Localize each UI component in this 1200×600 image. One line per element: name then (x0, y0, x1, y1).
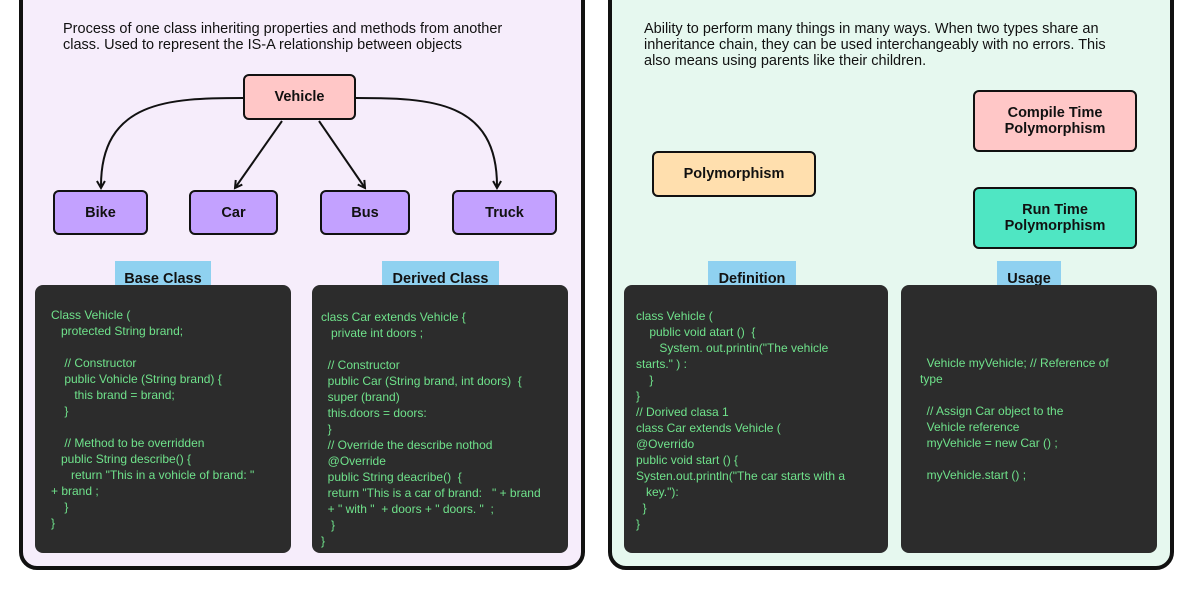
bus-node: Bus (320, 190, 410, 235)
run-time-node: Run Time Polymorphism (973, 187, 1137, 249)
compile-time-node: Compile Time Polymorphism (973, 90, 1137, 152)
arrow-to-truck (355, 97, 497, 188)
derived-class-code: class Car extends Vehicle { private int … (312, 285, 568, 553)
bike-node: Bike (53, 190, 148, 235)
arrow-to-bike (101, 97, 244, 188)
car-node: Car (189, 190, 278, 235)
definition-code: class Vehicle ( public void atart () { S… (624, 285, 888, 553)
polymorphism-description: Ability to perform many things in many w… (644, 21, 1106, 69)
usage-code: Vehicle myVehicle; // Reference of type … (901, 285, 1157, 553)
inheritance-description: Process of one class inheriting properti… (63, 21, 503, 53)
arrow-to-car (235, 120, 283, 188)
base-class-code: Class Vehicle ( protected String brand; … (35, 285, 291, 553)
arrow-to-bus (318, 120, 365, 188)
vehicle-node: Vehicle (243, 74, 356, 120)
truck-node: Truck (452, 190, 557, 235)
polymorphism-node: Polymorphism (652, 151, 816, 197)
